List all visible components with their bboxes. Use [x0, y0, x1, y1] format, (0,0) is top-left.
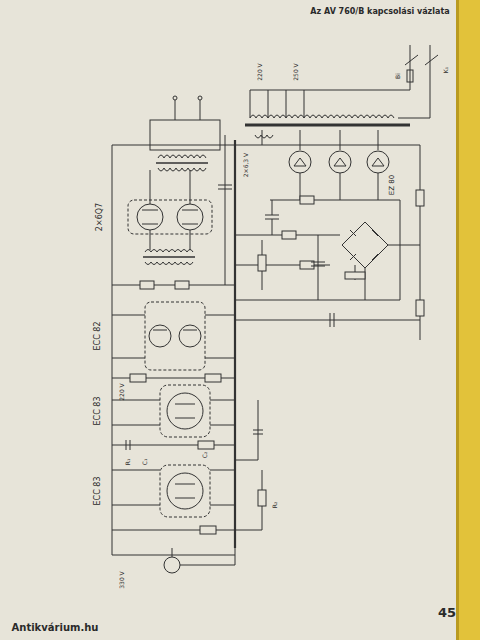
tube-label: ECC 83	[94, 397, 102, 426]
page-number: 45	[438, 606, 456, 619]
diagram-title: Az AV 760/B kapcsolási vázlata	[310, 8, 449, 16]
component-label: R₁	[125, 459, 131, 466]
voltage-label: 220 V	[119, 383, 125, 400]
tube-label: 2×6Q7	[96, 203, 104, 231]
voltage-label: 2×6,3 V	[243, 153, 249, 177]
tube-label: ECC 83	[94, 477, 102, 506]
component-label: R₂	[272, 502, 278, 509]
component-label: C₂	[202, 452, 208, 459]
voltage-label: 250 V	[293, 63, 299, 80]
tube-label: EZ 80	[389, 175, 396, 195]
component-label: C₁	[142, 459, 148, 466]
voltage-label: 220 V	[257, 63, 263, 80]
watermark: Antikvárium.hu	[12, 623, 99, 633]
tube-label: ECC 82	[94, 322, 102, 351]
voltage-label: 330 V	[119, 571, 125, 588]
fuse-label: Bi	[395, 73, 401, 79]
switch-label: K₁	[443, 67, 449, 73]
